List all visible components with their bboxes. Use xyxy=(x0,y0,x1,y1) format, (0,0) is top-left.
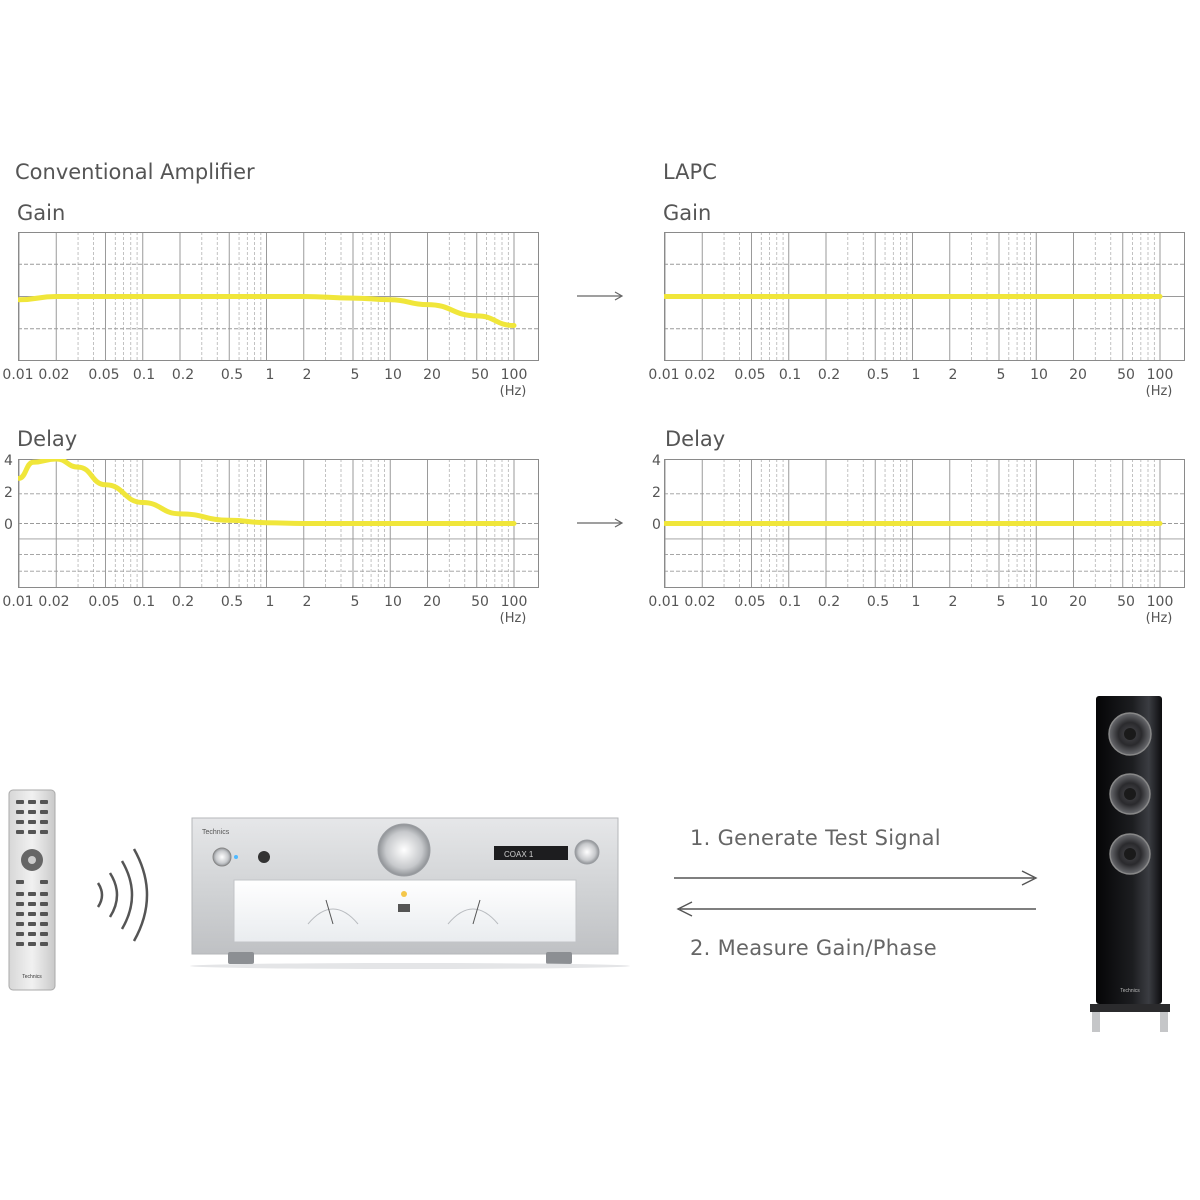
right-gain-label: Gain xyxy=(663,201,712,225)
x-tick-label: 0.05 xyxy=(734,594,766,610)
x-tick-label: 100 xyxy=(1146,367,1174,383)
x-tick-label: 100 xyxy=(500,594,528,610)
x-tick-label: 20 xyxy=(1069,594,1087,610)
x-tick-label: 5 xyxy=(350,367,360,383)
x-tick-label: 5 xyxy=(996,367,1006,383)
right-panel-title: LAPC xyxy=(663,160,717,184)
plot-frame xyxy=(18,459,539,588)
x-tick-label: 1 xyxy=(911,594,921,610)
conventional-delay-chart xyxy=(16,456,539,588)
x-tick-label: 0.2 xyxy=(171,594,195,610)
x-tick-label: 0.5 xyxy=(866,594,890,610)
wireless-signal-icon xyxy=(96,848,149,942)
svg-text:Technics: Technics xyxy=(202,829,230,836)
plot-frame xyxy=(18,232,539,361)
x-tick-label: 10 xyxy=(384,367,402,383)
x-tick-label: 10 xyxy=(384,594,402,610)
plot-area xyxy=(662,459,1185,588)
svg-text:COAX 1: COAX 1 xyxy=(504,850,534,859)
speaker-icon: Technics xyxy=(1090,696,1170,1032)
x-tick-label: 100 xyxy=(1146,594,1174,610)
x-tick-label: 0.02 xyxy=(684,367,716,383)
right-delay-label: Delay xyxy=(665,427,726,451)
lapc-delay-chart xyxy=(662,459,1185,588)
x-tick-label: 100 xyxy=(500,367,528,383)
x-tick-label: 0.01 xyxy=(2,594,34,610)
x-tick-label: 20 xyxy=(423,367,441,383)
x-tick-label: 0.1 xyxy=(778,367,802,383)
bidirectional-arrows-icon xyxy=(674,870,1038,917)
data-curve xyxy=(16,456,517,526)
amplifier-icon: COAX 1 Technics xyxy=(190,817,630,969)
x-tick-label: 20 xyxy=(1069,367,1087,383)
x-tick-label: 10 xyxy=(1030,594,1048,610)
x-tick-label: 50 xyxy=(1117,594,1135,610)
x-tick-label: 1 xyxy=(265,594,275,610)
x-tick-label: 2 xyxy=(948,594,958,610)
x-tick-label: 0.02 xyxy=(38,367,70,383)
x-unit-label: (Hz) xyxy=(1145,611,1173,626)
y-tick-label: 2 xyxy=(4,485,13,501)
x-tick-label: 0.2 xyxy=(171,367,195,383)
x-tick-label: 0.2 xyxy=(817,367,841,383)
x-tick-label: 0.01 xyxy=(648,594,680,610)
x-tick-label: 10 xyxy=(1030,367,1048,383)
svg-text:Technics: Technics xyxy=(1120,988,1140,994)
data-curve xyxy=(16,294,517,329)
y-tick-label: 0 xyxy=(4,517,13,533)
x-tick-label: 50 xyxy=(1117,367,1135,383)
step-generate-signal: 1. Generate Test Signal xyxy=(690,826,941,850)
x-unit-label: (Hz) xyxy=(499,384,527,399)
x-tick-label: 0.05 xyxy=(88,594,120,610)
x-tick-label: 0.02 xyxy=(684,594,716,610)
x-tick-label: 0.05 xyxy=(88,367,120,383)
x-tick-label: 2 xyxy=(302,367,312,383)
remote-control-icon: Technics xyxy=(8,789,56,991)
x-tick-label: 0.05 xyxy=(734,367,766,383)
x-tick-label: 0.01 xyxy=(648,367,680,383)
x-tick-label: 0.1 xyxy=(778,594,802,610)
y-tick-label: 2 xyxy=(652,485,661,501)
svg-text:Technics: Technics xyxy=(22,974,42,980)
x-tick-label: 0.1 xyxy=(132,594,156,610)
x-tick-label: 0.5 xyxy=(866,367,890,383)
x-tick-label: 1 xyxy=(265,367,275,383)
x-tick-label: 0.5 xyxy=(220,367,244,383)
left-panel-title: Conventional Amplifier xyxy=(15,160,255,184)
y-tick-label: 4 xyxy=(4,453,13,469)
x-tick-label: 0.01 xyxy=(2,367,34,383)
left-gain-label: Gain xyxy=(17,201,66,225)
plot-area xyxy=(16,456,539,588)
right-arrow-icon xyxy=(577,291,624,301)
x-tick-label: 50 xyxy=(471,594,489,610)
plot-area xyxy=(662,232,1185,361)
lapc-gain-chart xyxy=(662,232,1185,361)
x-tick-label: 1 xyxy=(911,367,921,383)
x-unit-label: (Hz) xyxy=(1145,384,1173,399)
x-tick-label: 5 xyxy=(996,594,1006,610)
y-tick-label: 4 xyxy=(652,453,661,469)
x-tick-label: 0.1 xyxy=(132,367,156,383)
left-delay-label: Delay xyxy=(17,427,78,451)
x-tick-label: 0.2 xyxy=(817,594,841,610)
conventional-gain-chart xyxy=(16,232,539,361)
step-measure-gain-phase: 2. Measure Gain/Phase xyxy=(690,936,937,960)
x-tick-label: 50 xyxy=(471,367,489,383)
y-tick-label: 0 xyxy=(652,517,661,533)
x-tick-label: 0.02 xyxy=(38,594,70,610)
x-tick-label: 20 xyxy=(423,594,441,610)
x-unit-label: (Hz) xyxy=(499,611,527,626)
right-arrow-icon xyxy=(577,518,624,528)
x-tick-label: 2 xyxy=(302,594,312,610)
x-tick-label: 2 xyxy=(948,367,958,383)
x-tick-label: 5 xyxy=(350,594,360,610)
x-tick-label: 0.5 xyxy=(220,594,244,610)
plot-area xyxy=(16,232,539,361)
